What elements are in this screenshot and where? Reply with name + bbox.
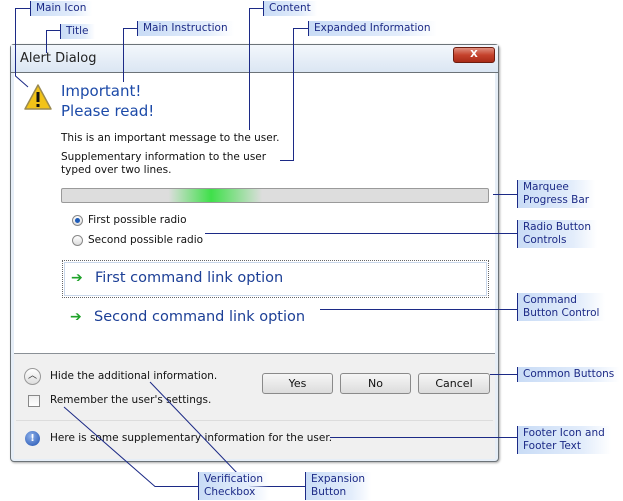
info-icon: ! bbox=[25, 431, 40, 446]
dialog-title: Alert Dialog bbox=[20, 51, 97, 66]
annotation-footer-line-1: Footer Icon and bbox=[523, 427, 605, 439]
annotation-footer-line-2: Footer Text bbox=[523, 440, 581, 452]
leader-verification bbox=[63, 406, 198, 487]
annotation-expanded-information: Expanded Information bbox=[308, 21, 437, 36]
no-button[interactable]: No bbox=[340, 373, 411, 394]
leader-expansion bbox=[149, 381, 305, 487]
verification-checkbox[interactable] bbox=[28, 395, 40, 407]
radio-first-label[interactable]: First possible radio bbox=[88, 214, 187, 226]
expansion-label[interactable]: Hide the additional information. bbox=[50, 370, 218, 382]
annotation-command-line-2: Button Control bbox=[523, 307, 600, 319]
arrow-right-icon: ➔ bbox=[71, 270, 83, 286]
leader-expanded bbox=[280, 28, 308, 161]
expansion-chevron-up-icon[interactable]: ︿ bbox=[24, 368, 41, 385]
annotation-marquee-line-2: Progress Bar bbox=[523, 194, 590, 206]
leader-title bbox=[46, 30, 60, 53]
command-link-first-label: First command link option bbox=[95, 270, 284, 286]
radio-first[interactable] bbox=[72, 215, 83, 226]
expanded-info-line-2: typed over two lines. bbox=[61, 164, 172, 176]
main-instruction-line-2: Please read! bbox=[61, 102, 155, 120]
annotation-title: Title bbox=[60, 24, 95, 39]
annotation-command-line-1: Command bbox=[523, 294, 577, 306]
warning-icon bbox=[24, 84, 52, 110]
annotation-radio-line-2: Controls bbox=[523, 234, 567, 246]
annotation-verification-line-1: Verification bbox=[204, 473, 263, 485]
annotation-expansion-line-2: Button bbox=[311, 486, 347, 498]
content-area: Important! Please read! This is an impor… bbox=[14, 73, 495, 353]
main-instruction-line-1: Important! bbox=[61, 82, 142, 100]
cancel-button[interactable]: Cancel bbox=[418, 373, 490, 394]
annotation-radio-line-1: Radio Button bbox=[523, 221, 592, 233]
leader-main-instruction bbox=[123, 28, 137, 82]
yes-button[interactable]: Yes bbox=[262, 373, 333, 394]
annotation-main-icon: Main Icon bbox=[30, 1, 93, 16]
annotation-marquee-line-1: Marquee bbox=[523, 181, 569, 193]
title-bar: Alert Dialog X bbox=[11, 45, 498, 73]
command-link-first[interactable]: ➔ First command link option bbox=[62, 260, 489, 298]
close-button[interactable]: X bbox=[453, 47, 495, 63]
verification-label[interactable]: Remember the user's settings. bbox=[50, 394, 212, 406]
annotation-content: Content bbox=[263, 1, 317, 16]
expanded-info-line-1: Supplementary information to the user bbox=[61, 151, 267, 163]
annotation-main-instruction: Main Instruction bbox=[137, 21, 234, 36]
alert-dialog: Alert Dialog X Important! Please read! T… bbox=[10, 44, 499, 462]
footer-separator bbox=[16, 420, 493, 421]
annotation-expansion-line-1: Expansion bbox=[311, 473, 366, 485]
arrow-right-icon: ➔ bbox=[70, 309, 82, 325]
content-text: This is an important message to the user… bbox=[61, 132, 280, 144]
annotation-verification-line-2: Checkbox bbox=[204, 486, 256, 498]
radio-second-label[interactable]: Second possible radio bbox=[88, 234, 204, 246]
marquee-progress-bar bbox=[61, 188, 489, 203]
command-link-second-label: Second command link option bbox=[94, 309, 306, 325]
radio-second[interactable] bbox=[72, 235, 83, 246]
footer-text: Here is some supplementary information f… bbox=[50, 432, 333, 444]
leader-main-icon bbox=[15, 8, 30, 88]
footer-area: ︿ Hide the additional information. Yes N… bbox=[14, 353, 495, 459]
leader-content bbox=[249, 8, 263, 130]
annotation-common-buttons: Common Buttons bbox=[517, 367, 621, 382]
command-link-second[interactable]: ➔ Second command link option bbox=[62, 300, 489, 338]
